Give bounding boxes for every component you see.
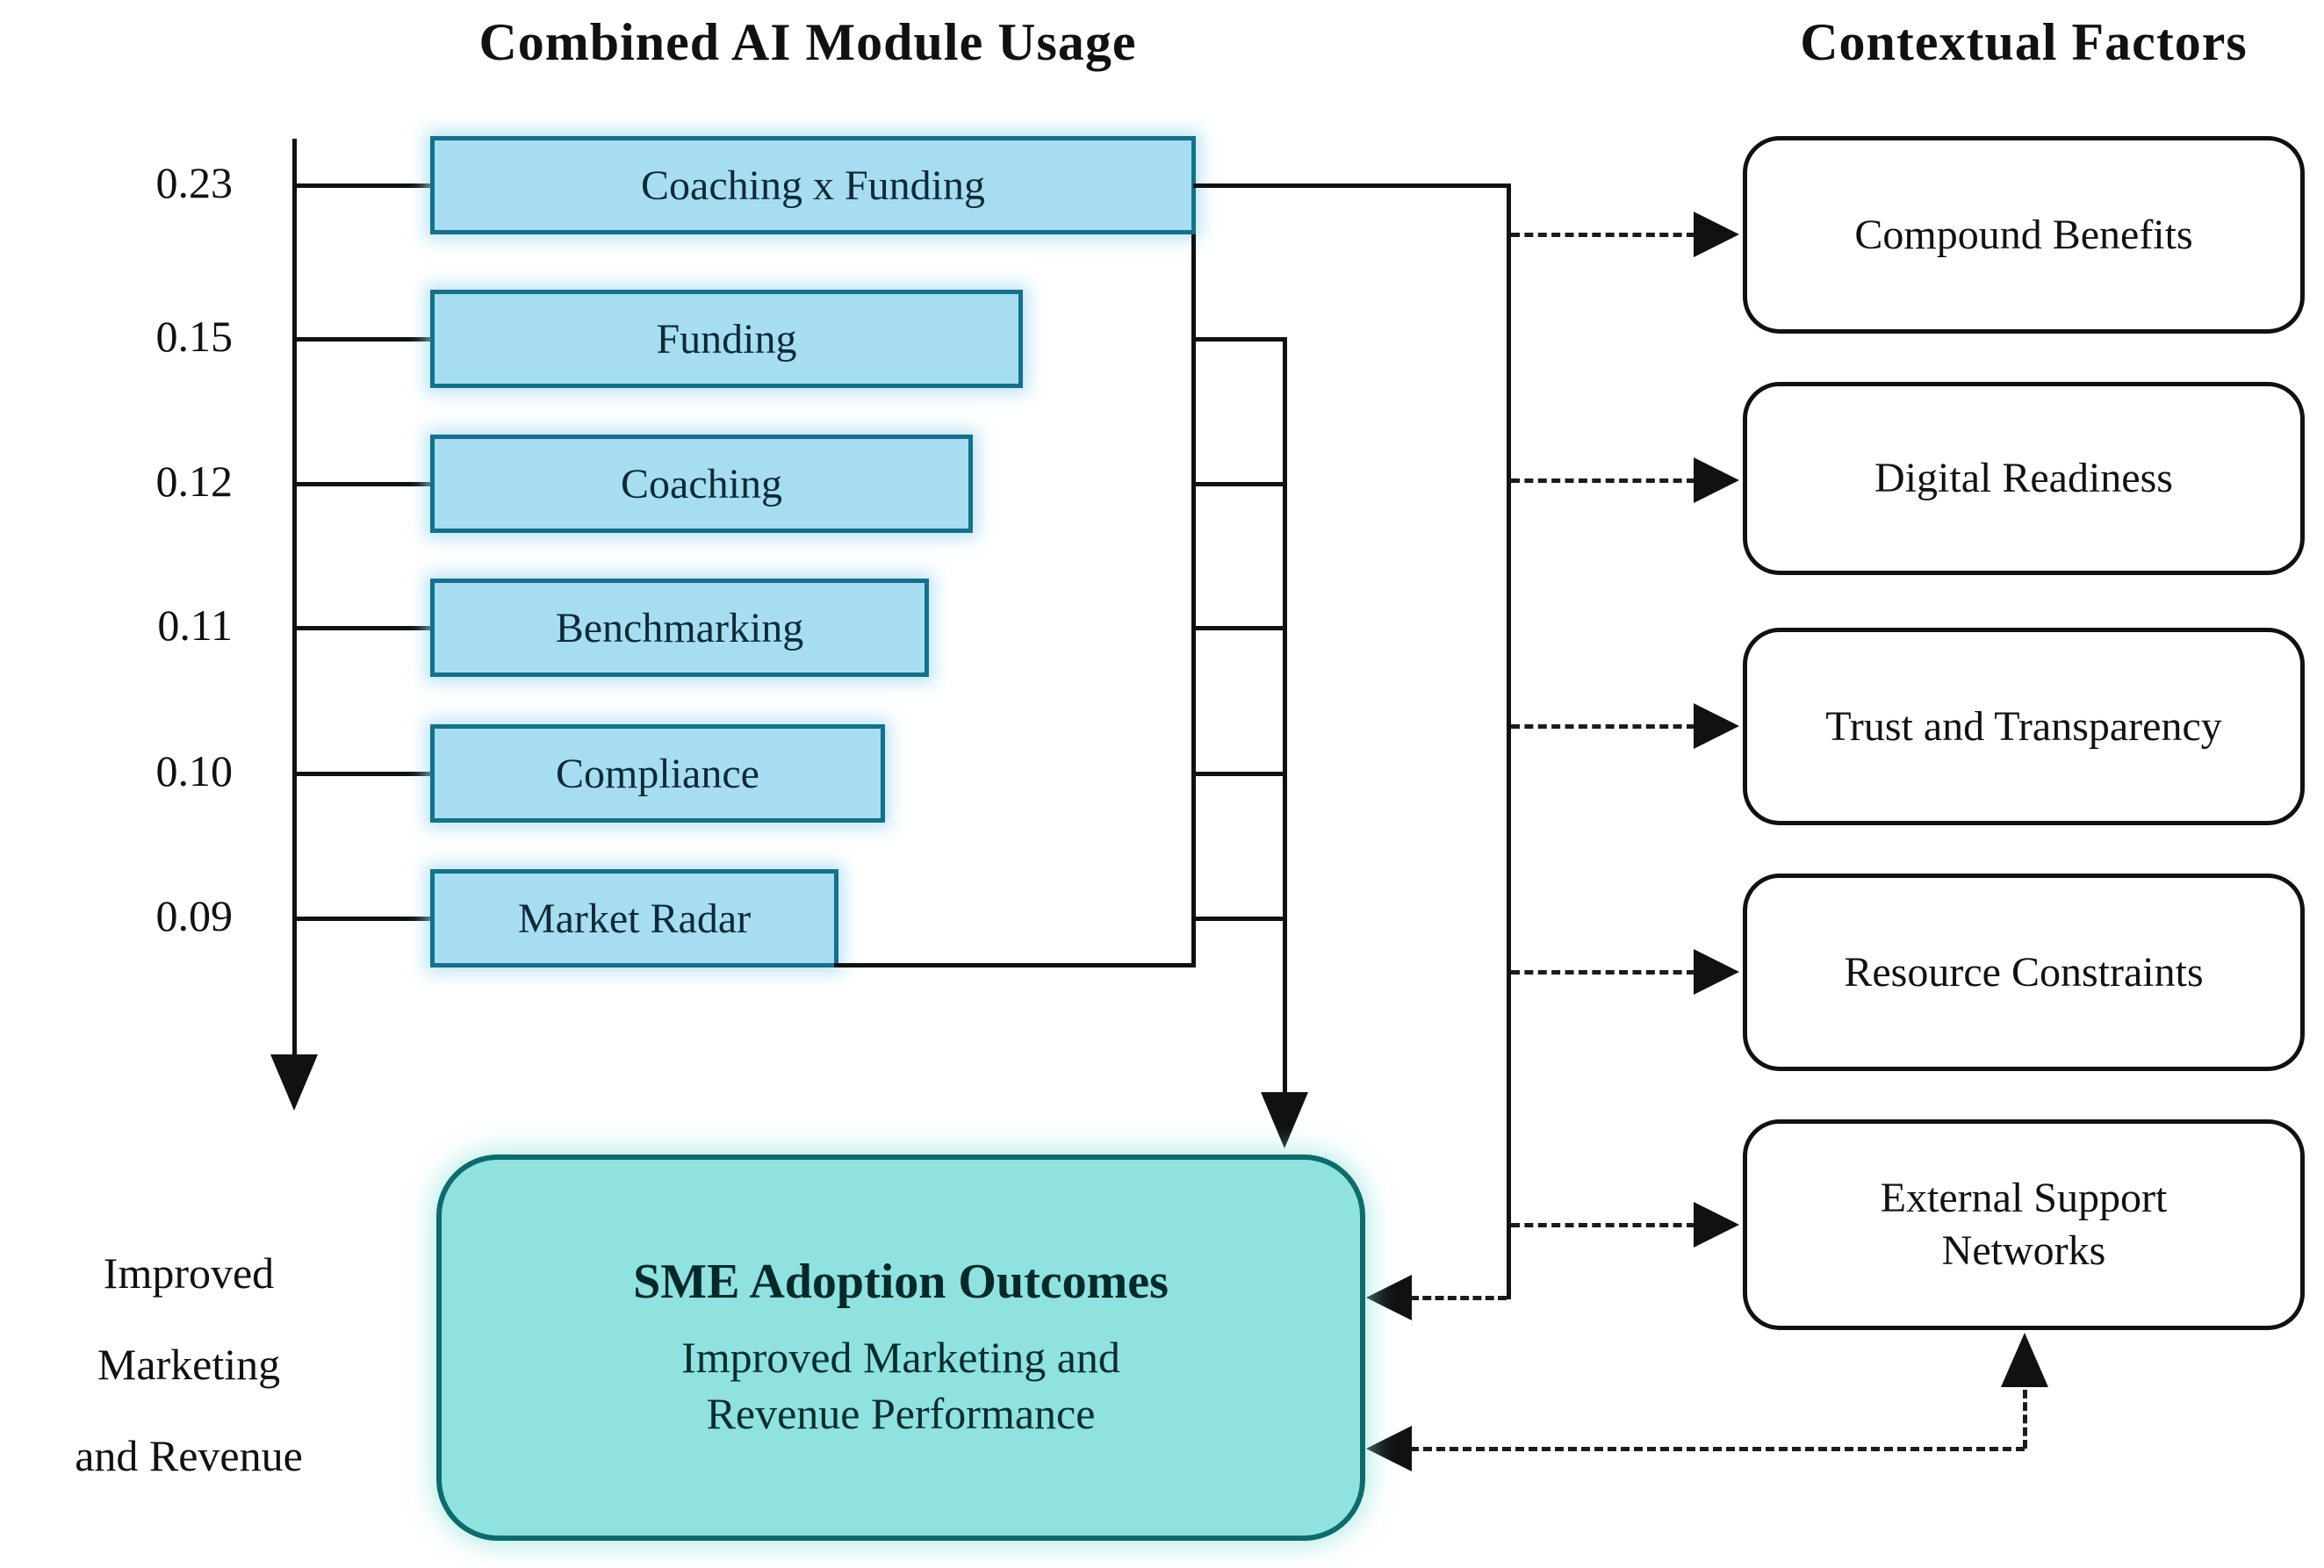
bar-market-radar: Market Radar [430,869,838,967]
tick-label: 0.15 [155,312,234,361]
dashed-link-outcomes-external-horizontal [1410,1447,2025,1451]
dashed-arrow-digital-readiness [1511,478,1695,483]
collector-line-to-outcomes [1283,337,1287,1094]
rung-compliance [1193,772,1284,776]
factor-label-line1: External Support [1880,1175,2168,1221]
tick-label: 0.11 [157,601,233,650]
factor-label: Resource Constraints [1844,948,2204,996]
sme-adoption-outcomes-box: SME Adoption Outcomes Improved Marketing… [436,1154,1365,1541]
y-axis-line [292,139,297,1061]
tick-line [294,183,430,188]
rung-funding [1193,337,1284,342]
axis-caption: Improved Marketing and Revenue [35,1227,342,1501]
rung-benchmarking [1193,626,1284,630]
factor-box-resource-constraints: Resource Constraints [1743,874,2305,1071]
interaction-connector-vertical [1507,183,1511,1299]
tick-line [294,337,430,342]
bar-benchmarking: Benchmarking [430,579,929,677]
y-axis-arrowhead-icon [270,1054,318,1111]
factor-label: Digital Readiness [1874,455,2173,501]
dashed-stub-into-outcomes [1410,1296,1507,1300]
dashed-arrow-compound-benefits [1511,233,1695,237]
arrowhead-compound-benefits-icon [1694,212,1739,257]
factor-label: Trust and Transparency [1825,702,2222,750]
bar-coaching-x-funding: Coaching x Funding [430,136,1196,234]
axis-caption-line2: Marketing [97,1340,281,1389]
axis-caption-line3: and Revenue [75,1431,303,1480]
dashed-arrow-trust-transparency [1511,724,1695,729]
bar-compliance: Compliance [430,724,885,823]
tick-line [294,917,430,921]
arrowhead-into-external-support-icon [2001,1333,2048,1387]
right-column-title: Contextual Factors [1800,13,2248,71]
left-column-title: Combined AI Module Usage [478,13,1137,71]
bar-funding: Funding [430,290,1023,388]
arrowhead-digital-readiness-icon [1694,457,1739,503]
tick-line [294,772,430,776]
bar-frame-vertical-line [1191,234,1196,967]
arrowhead-external-support-icon [1694,1202,1739,1248]
arrowhead-resource-constraints-icon [1694,949,1739,995]
bar-coaching: Coaching [430,435,973,533]
arrowhead-trust-transparency-icon [1694,703,1739,749]
bar-label: Market Radar [517,895,752,942]
bar-label: Coaching x Funding [641,162,985,209]
axis-caption-line1: Improved [103,1248,275,1298]
factor-box-digital-readiness: Digital Readiness [1743,382,2305,575]
dashed-link-outcomes-external-vertical [2023,1352,2027,1449]
dashed-arrow-resource-constraints [1511,970,1695,975]
factor-label: Compound Benefits [1854,211,2193,258]
outcomes-top-arrowhead-icon [1261,1092,1308,1148]
tick-label: 0.23 [155,158,234,207]
bar-label: Funding [656,315,797,363]
rung-market-radar [1193,917,1284,921]
factor-box-compound-benefits: Compound Benefits [1743,136,2305,334]
outcomes-right-arrowhead-icon [1366,1275,1412,1320]
factor-box-external-support: External Support Networks [1743,1119,2305,1330]
tick-label: 0.10 [155,746,234,795]
tick-label: 0.12 [155,457,234,506]
arrowhead-into-outcomes-bottom-icon [1366,1426,1412,1471]
interaction-connector-horizontal [1193,183,1509,188]
bar-label: Benchmarking [555,604,804,651]
outcome-subtitle-line2: Revenue Performance [706,1389,1096,1438]
tick-label: 0.09 [155,891,234,940]
tick-line [294,626,430,630]
bar-label: Coaching [621,460,782,507]
tick-line [294,482,430,486]
dashed-arrow-external-support [1511,1223,1695,1227]
outcome-subtitle-line1: Improved Marketing and [681,1333,1120,1382]
rung-coaching [1193,482,1284,486]
factor-box-trust-transparency: Trust and Transparency [1743,628,2305,825]
bar-label: Compliance [556,750,759,797]
bar-frame-bottom-line [834,963,1196,967]
outcome-title: SME Adoption Outcomes [633,1255,1169,1309]
factor-label-line2: Networks [1941,1227,2106,1274]
